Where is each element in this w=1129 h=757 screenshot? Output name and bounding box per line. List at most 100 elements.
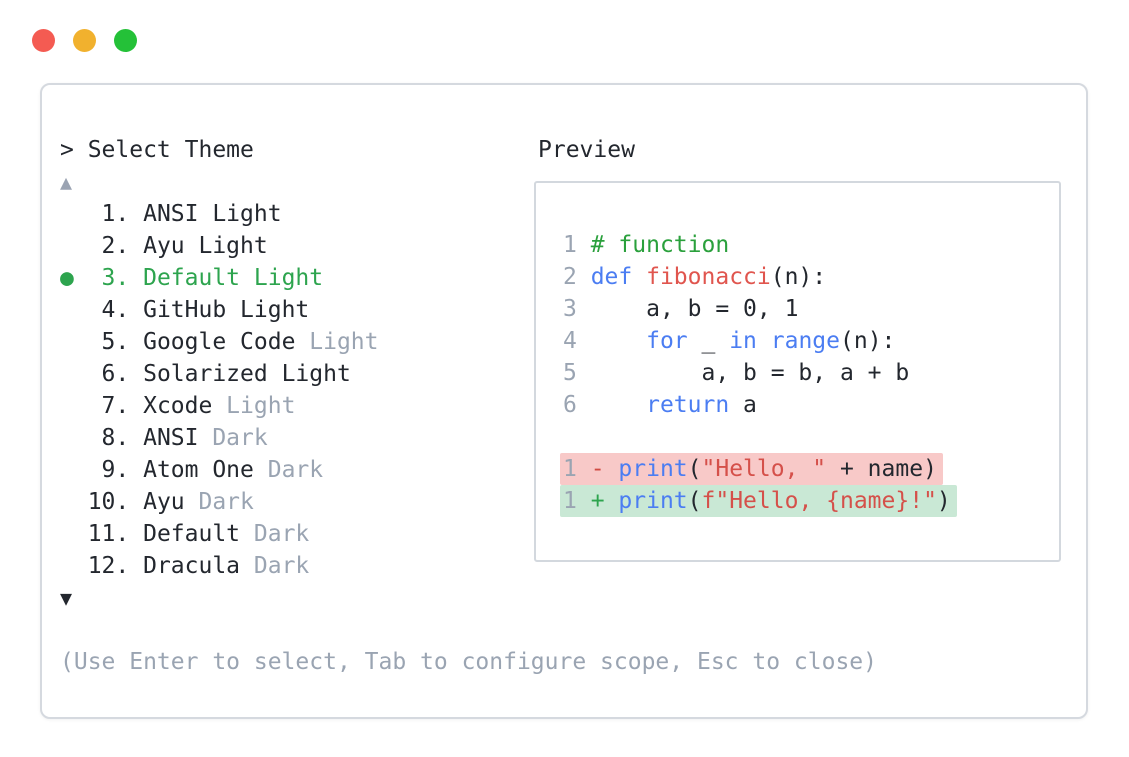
theme-dot-placeholder (60, 457, 88, 483)
code-token-kw: range (770, 328, 840, 354)
theme-item-label: 12. Dracula (87, 553, 241, 579)
code-token-kw: for (646, 328, 688, 354)
theme-list-item[interactable]: 6. Solarized Light (60, 358, 534, 390)
window-controls (32, 29, 137, 52)
code-token-fn: fibonacci (646, 264, 771, 290)
code-token-plain: a, b = 0, 1 (590, 296, 799, 322)
code-line: 4 for _ in range(n): (563, 325, 1059, 357)
code-token-plus: + (590, 488, 619, 514)
line-number: 6 (563, 392, 591, 418)
theme-list-item[interactable]: 8. ANSI Dark (60, 422, 534, 454)
theme-dot-placeholder (60, 329, 88, 355)
theme-variant-suffix: Light (295, 329, 379, 355)
preview-label: Preview (538, 137, 635, 163)
help-text: (Use Enter to select, Tab to configure s… (60, 649, 877, 675)
close-button[interactable] (32, 29, 55, 52)
code-token-plain: + name) (826, 456, 937, 482)
code-token-kw: def (590, 264, 633, 290)
code-token-plain: (n): (770, 264, 827, 290)
select-theme-prompt: > Select Theme (60, 137, 254, 163)
theme-variant-suffix: Dark (240, 521, 310, 547)
code-token-plain (632, 264, 646, 290)
diff-added-line: 1 + print(f"Hello, {name}!") (560, 485, 1059, 517)
scroll-down-icon[interactable]: ▼ (60, 586, 73, 610)
code-token-plain: a, b = b, a + b (590, 360, 910, 386)
theme-dot-placeholder (60, 521, 88, 547)
theme-variant-suffix: Dark (198, 425, 268, 451)
code-token-plain: _ (687, 328, 730, 354)
code-line: 1 # function (563, 229, 1059, 261)
theme-list-item[interactable]: 11. Default Dark (60, 518, 534, 550)
code-token-plain: ) (936, 488, 951, 514)
app-window: > Select Theme ▲ 1. ANSI Light 2. Ayu Li… (40, 83, 1088, 719)
theme-dot-placeholder (60, 489, 88, 515)
code-token-kw: print (618, 488, 688, 514)
theme-item-label: 5. Google Code (87, 329, 296, 355)
minimize-button[interactable] (73, 29, 96, 52)
theme-list-item[interactable]: 5. Google Code Light (60, 326, 534, 358)
theme-item-label: 9. Atom One (87, 457, 254, 483)
code-token-comment: # function (590, 232, 730, 258)
code-token-str: "Hello, " (701, 456, 827, 482)
code-token-plain: ( (687, 488, 702, 514)
diff-highlight: 1 + print(f"Hello, {name}!") (560, 485, 957, 517)
line-number: 1 (563, 488, 591, 514)
theme-dot-placeholder (60, 393, 88, 419)
theme-item-label: 1. ANSI Light (87, 201, 282, 227)
code-line: 3 a, b = 0, 1 (563, 293, 1059, 325)
diff-removed-line: 1 - print("Hello, " + name) (560, 453, 1059, 485)
theme-dot-placeholder (60, 553, 88, 579)
code-line: 2 def fibonacci(n): (563, 261, 1059, 293)
code-line: 5 a, b = b, a + b (563, 357, 1059, 389)
theme-list-item[interactable]: ● 3. Default Light (60, 262, 534, 294)
code-token-plain: a (729, 392, 757, 418)
line-number: 3 (563, 296, 591, 322)
zoom-button[interactable] (114, 29, 137, 52)
line-number: 1 (563, 232, 591, 258)
theme-item-label: 4. GitHub Light (87, 297, 310, 323)
theme-list-item[interactable]: 9. Atom One Dark (60, 454, 534, 486)
theme-list: 1. ANSI Light 2. Ayu Light ● 3. Default L… (60, 198, 534, 582)
code-line (563, 421, 1059, 453)
code-token-str: f"Hello, {name}!" (701, 488, 937, 514)
spacer-line (60, 614, 534, 646)
theme-variant-suffix: Dark (240, 553, 310, 579)
code-token-minus: - (590, 456, 619, 482)
selected-theme-dot: ● (60, 265, 88, 291)
theme-item-label: 11. Default (87, 521, 241, 547)
code-line: 6 return a (563, 389, 1059, 421)
code-token-kw: print (618, 456, 688, 482)
theme-item-label: 10. Ayu (87, 489, 185, 515)
theme-list-item[interactable]: 4. GitHub Light (60, 294, 534, 326)
line-number: 1 (563, 456, 591, 482)
theme-item-label: 6. Solarized Light (87, 361, 351, 387)
theme-item-label: 7. Xcode (87, 393, 213, 419)
theme-dot-placeholder (60, 361, 88, 387)
theme-item-label: 2. Ayu Light (87, 233, 268, 259)
theme-item-label: 3. Default Light (87, 265, 324, 291)
theme-dot-placeholder (60, 425, 88, 451)
code-token-plain: (n): (840, 328, 896, 354)
theme-dot-placeholder (60, 233, 88, 259)
line-number: 2 (563, 264, 591, 290)
code-token-plain (591, 392, 646, 418)
diff-highlight: 1 - print("Hello, " + name) (560, 453, 943, 485)
scroll-up-icon[interactable]: ▲ (60, 170, 73, 194)
theme-item-label: 8. ANSI (87, 425, 199, 451)
line-number: 4 (563, 328, 591, 354)
theme-dot-placeholder (60, 201, 88, 227)
theme-list-item[interactable]: 2. Ayu Light (60, 230, 534, 262)
theme-variant-suffix: Light (212, 393, 296, 419)
theme-dot-placeholder (60, 297, 88, 323)
theme-list-item[interactable]: 10. Ayu Dark (60, 486, 534, 518)
code-token-plain (757, 328, 771, 354)
line-number: 5 (563, 360, 591, 386)
code-token-kw: return (646, 392, 730, 418)
theme-list-item[interactable]: 1. ANSI Light (60, 198, 534, 230)
theme-list-item[interactable]: 7. Xcode Light (60, 390, 534, 422)
theme-variant-suffix: Dark (184, 489, 254, 515)
theme-list-item[interactable]: 12. Dracula Dark (60, 550, 534, 582)
theme-select-panel: > Select Theme ▲ 1. ANSI Light 2. Ayu Li… (42, 134, 877, 717)
